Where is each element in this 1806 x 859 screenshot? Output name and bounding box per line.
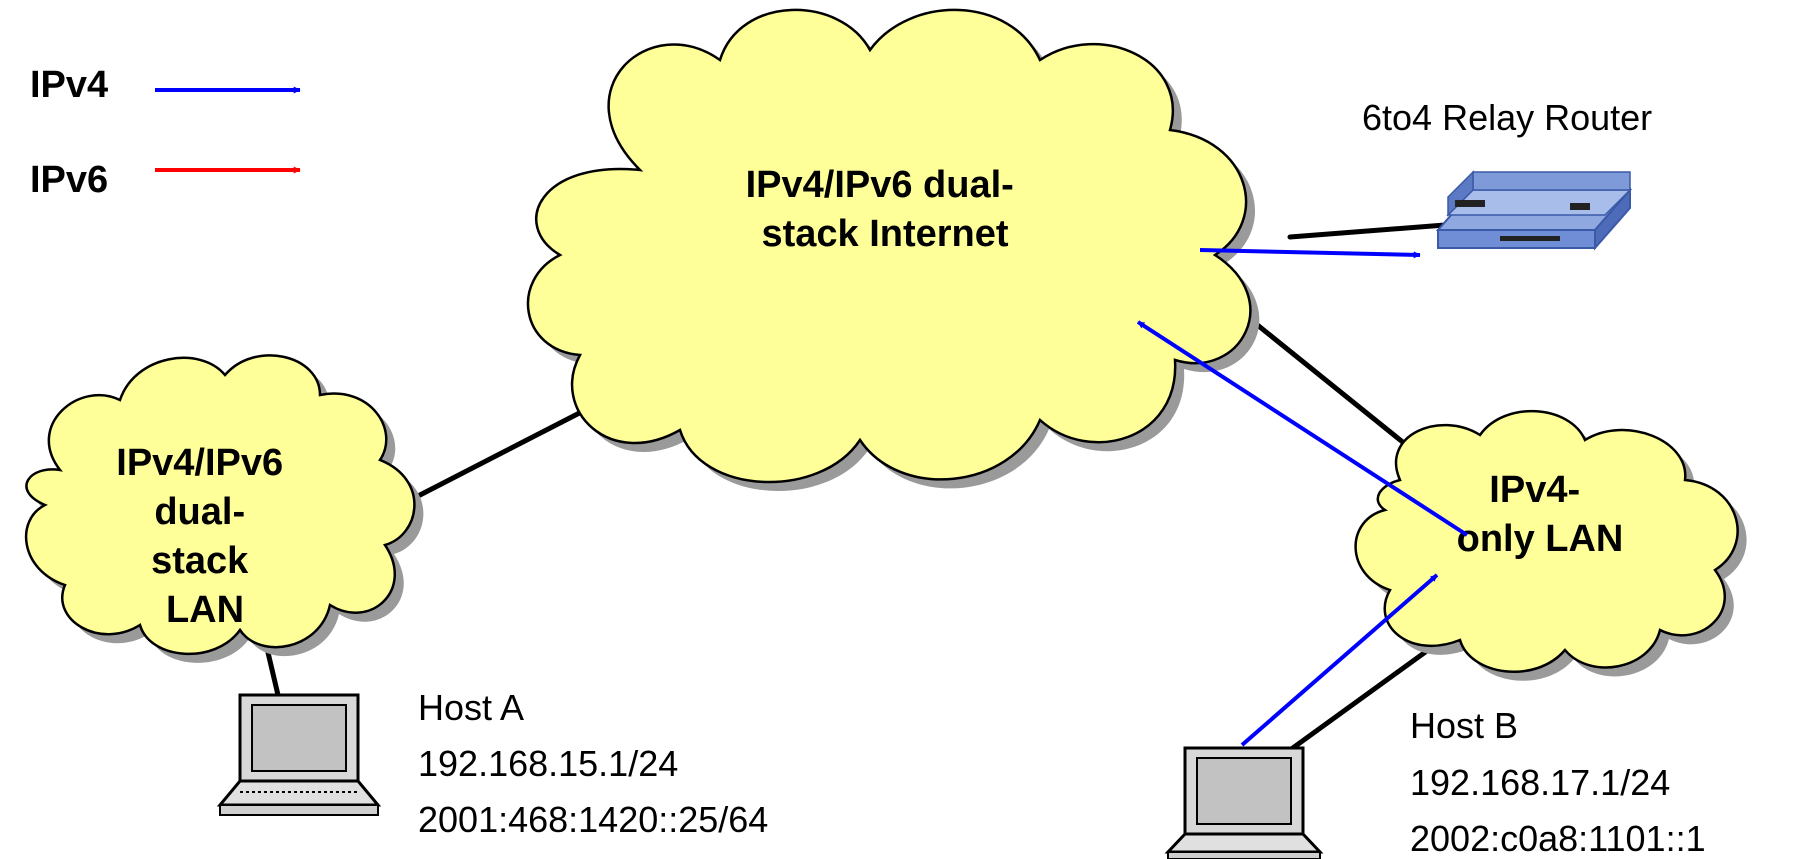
host-a-laptop-icon: [216, 693, 382, 816]
ipv4-only-lan-cloud: [1354, 409, 1747, 681]
internet-cloud: [526, 8, 1260, 492]
host-b-label: Host B 192.168.17.1/24 2002:c0a8:1101::1: [1410, 705, 1706, 859]
legend-ipv6-label: IPv6: [30, 159, 108, 201]
router-icon: [1435, 170, 1633, 251]
ipv4-flow-lan-to-internet: [1136, 320, 1469, 537]
link-v4-lan-to-host-b: [1287, 637, 1445, 753]
host-a-label: Host A 192.168.15.1/24 2001:468:1420::25…: [418, 687, 768, 840]
ipv4-flow-host-b-to-lan: [1240, 573, 1439, 747]
link-internet-to-v4-lan: [1242, 312, 1428, 463]
ipv4-flow-to-relay: [1199, 248, 1421, 259]
ipv4-only-lan-label: IPv4- only LAN: [1457, 469, 1624, 560]
legend-ipv4-label: IPv4: [30, 64, 108, 106]
dual-stack-lan-label: IPv4/IPv6 dual- stack LAN: [116, 442, 293, 631]
link-internet-to-relay: [1287, 222, 1448, 240]
link-dual-lan-to-internet: [417, 402, 598, 498]
relay-router-label: 6to4 Relay Router: [1362, 97, 1652, 138]
host-b-laptop-icon: [1164, 746, 1324, 859]
dual-stack-lan-cloud: [24, 354, 424, 663]
internet-cloud-label: IPv4/IPv6 dual- stack Internet: [746, 164, 1025, 255]
